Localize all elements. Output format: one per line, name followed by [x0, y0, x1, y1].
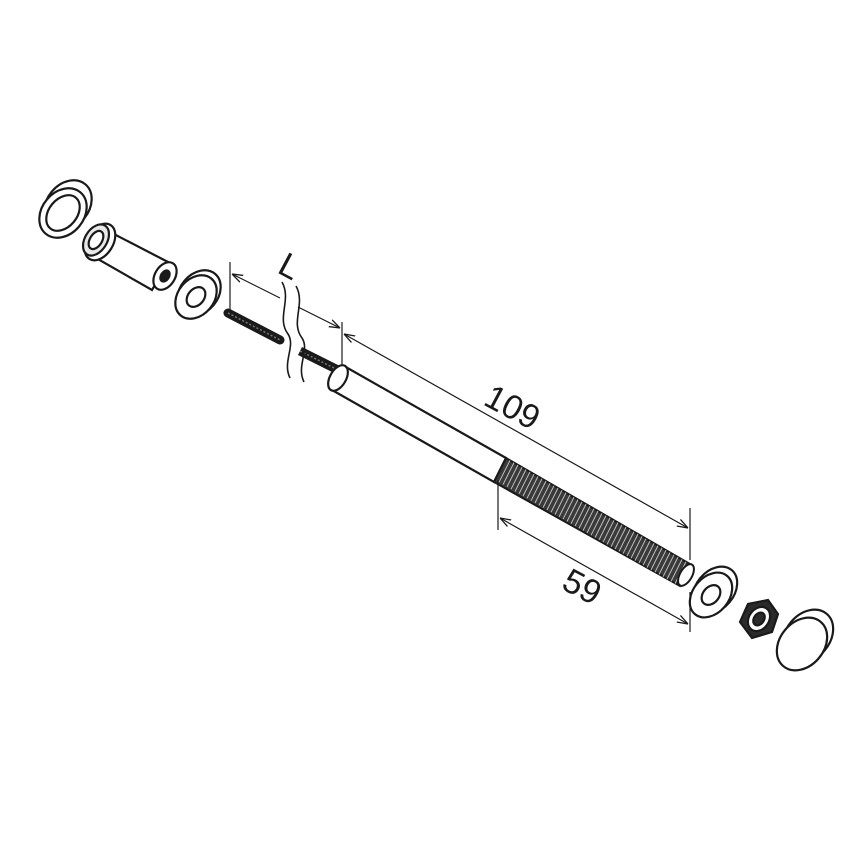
dimension-109-label: 109: [478, 378, 546, 438]
swaged-tube: [327, 364, 508, 484]
dimension-l: [229, 262, 343, 366]
wire-cable: [223, 281, 343, 383]
threaded-stud: [492, 456, 695, 588]
end-ring: [38, 179, 93, 239]
washer-right: [688, 565, 739, 619]
dimension-59: [497, 480, 691, 632]
dimension-109: [344, 334, 691, 560]
flanged-sleeve: [81, 222, 178, 292]
hex-nut: [738, 598, 780, 640]
washer-left: [174, 269, 222, 320]
dome-cap: [775, 608, 835, 672]
dimension-59-label: 59: [556, 562, 607, 613]
dimension-l-label: L: [272, 246, 307, 288]
